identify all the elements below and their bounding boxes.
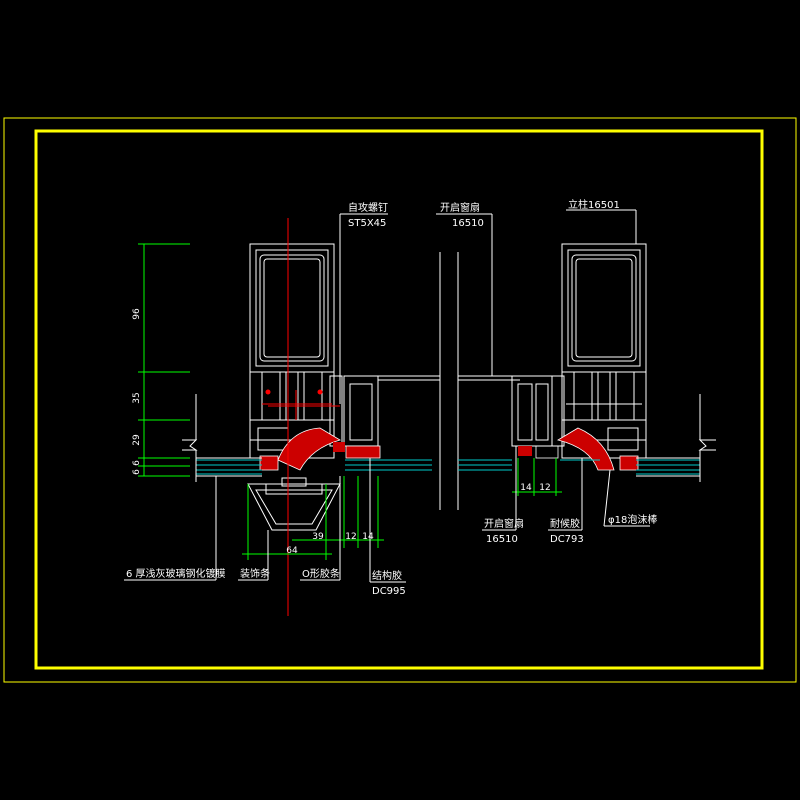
right-glass (560, 459, 700, 475)
left-glass (196, 459, 432, 475)
bottom-left-dimension-lines (242, 476, 384, 560)
vdim-6a: 6 (132, 460, 142, 466)
label-oring: O形胶条 (302, 567, 340, 580)
left-gasket (259, 455, 279, 471)
right-break-mark (698, 439, 716, 451)
dim-39: 39 (312, 532, 324, 542)
bottom-right-dimension-lines (512, 458, 562, 496)
left-structural-glue (345, 445, 381, 459)
inner-frame (34, 129, 764, 670)
right-small-seal (518, 446, 532, 456)
label-glass: 6 厚浅灰玻璃钢化镀膜 (126, 567, 226, 580)
vdim-96: 96 (132, 308, 142, 320)
dim-64: 64 (286, 546, 298, 556)
label-weather-glue-cn: 耐候胶 (550, 517, 580, 530)
label-sash-top-cn: 开启窗扇 (440, 201, 480, 214)
center-profile (378, 252, 520, 510)
leader-lines (124, 209, 650, 583)
right-mullion-profile (561, 243, 647, 459)
dim-r-12: 12 (539, 483, 550, 493)
right-foam-seal (556, 427, 615, 471)
left-foam-seal (277, 427, 341, 471)
left-fasteners (262, 389, 332, 420)
label-screw-cn: 自攻螺钉 (348, 201, 388, 214)
label-foam: φ18泡沫棒 (608, 513, 657, 526)
left-mullion-profile (249, 243, 379, 459)
label-sash-top-code: 16510 (452, 218, 484, 229)
label-weather-glue-code: DC793 (550, 534, 584, 545)
decorative-cover (247, 477, 341, 531)
label-struct-glue-code: DC995 (372, 586, 406, 597)
vertical-dimension-chain (138, 243, 190, 477)
label-screw-code: ST5X45 (348, 218, 386, 229)
label-sash-bottom-code: 16510 (486, 534, 518, 545)
label-bead: 装饰条 (240, 567, 270, 580)
center-glass (458, 459, 512, 471)
dim-14: 14 (362, 532, 374, 542)
left-small-seal (333, 442, 345, 452)
dim-r-14: 14 (520, 483, 532, 493)
right-weather-glue (535, 445, 559, 459)
right-sash-profile (511, 375, 565, 447)
vdim-29: 29 (132, 434, 142, 446)
outer-frame (3, 117, 797, 683)
label-sash-bottom-cn: 开启窗扇 (484, 517, 524, 530)
dim-12: 12 (345, 532, 356, 542)
right-gasket (619, 455, 639, 471)
vdim-6b: 6 (132, 469, 142, 475)
label-mullion: 立柱16501 (568, 198, 620, 211)
vdim-35: 35 (132, 392, 142, 403)
left-break-mark (182, 439, 198, 451)
label-struct-glue-cn: 结构胶 (372, 569, 402, 582)
